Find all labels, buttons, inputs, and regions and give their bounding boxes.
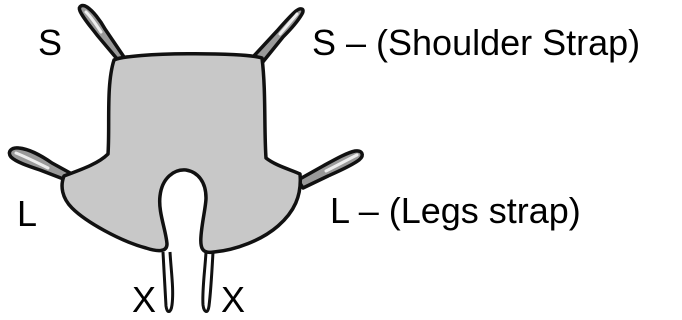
sling-body <box>60 51 303 255</box>
shoulder-label-left: S <box>38 22 63 63</box>
crotch-strap-right <box>201 251 215 313</box>
shoulder-strap-right <box>250 7 305 65</box>
legs-strap-right <box>296 149 364 190</box>
legs-label-right: L – (Legs strap) <box>330 190 581 231</box>
crotch-label-left: X <box>132 279 157 320</box>
crotch-label-right: X <box>221 279 246 320</box>
crotch-strap-left <box>161 251 175 313</box>
shoulder-label-right: S – (Shoulder Strap) <box>312 22 641 63</box>
legs-label-left: L <box>17 193 38 234</box>
legs-strap-left <box>7 146 74 182</box>
shoulder-strap-left <box>77 3 126 62</box>
